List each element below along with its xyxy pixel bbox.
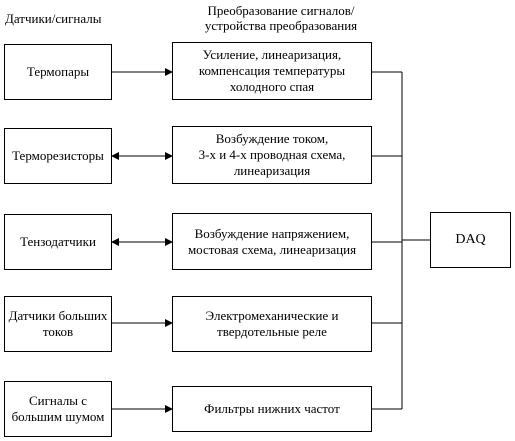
sensor-box-rtd: Терморезисторы: [4, 128, 112, 184]
daq-box: DAQ: [430, 212, 511, 268]
conditioning-box-lowpass-filters: Фильтры нижних частот: [172, 386, 372, 432]
conditioning-box-relays: Электромеханические и твердотельные реле: [172, 296, 372, 352]
sensors-column-header: Датчики/сигналы: [5, 11, 102, 26]
conditioning-box-voltage-excitation: Возбуждение напряжением, мостовая схема,…: [172, 213, 372, 270]
sensor-box-noisy-signals: Сигналы с большим шумом: [4, 381, 112, 437]
conditioning-box-current-excitation: Возбуждение током, 3-х и 4-х проводная с…: [172, 126, 372, 184]
conditioning-box-amplification: Усиление, линеаризация, компенсация темп…: [172, 42, 372, 100]
sensor-box-thermocouples: Термопары: [4, 44, 112, 100]
sensor-box-high-current: Датчики больших токов: [4, 296, 112, 352]
sensor-box-strain-gauges: Тензодатчики: [4, 214, 112, 270]
conversion-column-header: Преобразование сигналов/ устройства прео…: [204, 3, 358, 33]
